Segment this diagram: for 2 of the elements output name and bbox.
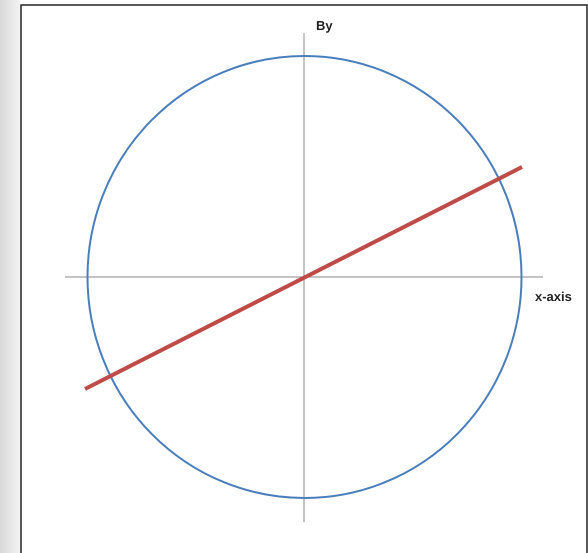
axis-label: By bbox=[316, 18, 333, 33]
axis-label: x-axis bbox=[535, 289, 572, 304]
